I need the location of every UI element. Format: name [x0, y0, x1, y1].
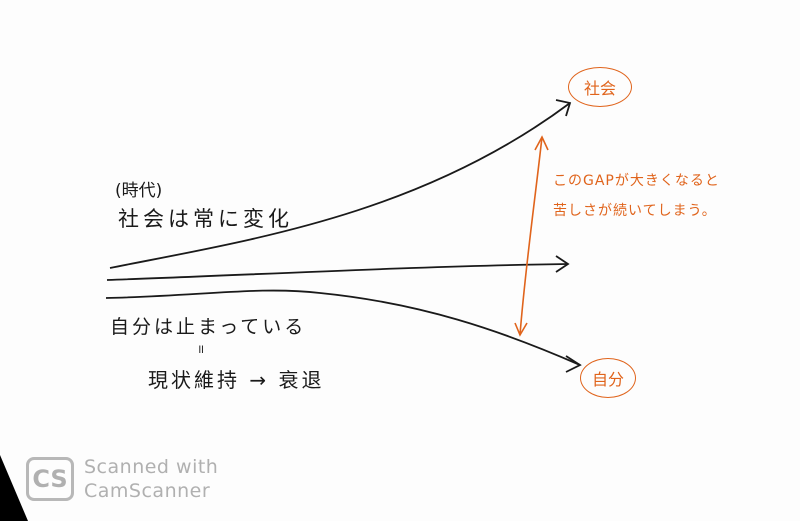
- self-arrowhead: [565, 355, 582, 373]
- camscanner-watermark: CS Scanned with CamScanner: [26, 455, 218, 503]
- time-axis-line: [106, 263, 569, 281]
- society-changes-text: 社会は常に変化: [118, 207, 293, 231]
- status-quo-text: 現状維持 → 衰退: [148, 368, 325, 392]
- gap-arrow-top-head: [534, 135, 549, 151]
- society-curve: [109, 102, 571, 269]
- self-label: 自分: [580, 358, 636, 398]
- society-label: 社会: [568, 67, 632, 107]
- gap-arrow-bottom-head: [514, 322, 528, 337]
- time-axis-arrowhead: [555, 255, 570, 273]
- society-label-text: 社会: [583, 79, 616, 98]
- era-label: (時代): [115, 181, 163, 201]
- equals-mark: ॥: [197, 342, 205, 356]
- self-stopped-text: 自分は止まっている: [110, 316, 307, 338]
- self-label-text: 自分: [591, 370, 624, 389]
- scan-edge-shadow: [0, 455, 28, 521]
- self-curve: [105, 289, 581, 366]
- watermark-line2: CamScanner: [84, 480, 211, 502]
- society-arrowhead: [555, 99, 572, 117]
- gap-note-line1: このGAPが大きくなると: [553, 173, 720, 189]
- gap-note-line2: 苦しさが続いてしまう。: [553, 203, 717, 219]
- watermark-line1: Scanned with: [84, 456, 219, 478]
- gap-arrow-line: [519, 136, 543, 336]
- watermark-text: Scanned with CamScanner: [84, 455, 218, 503]
- camscanner-logo-icon: CS: [26, 457, 74, 501]
